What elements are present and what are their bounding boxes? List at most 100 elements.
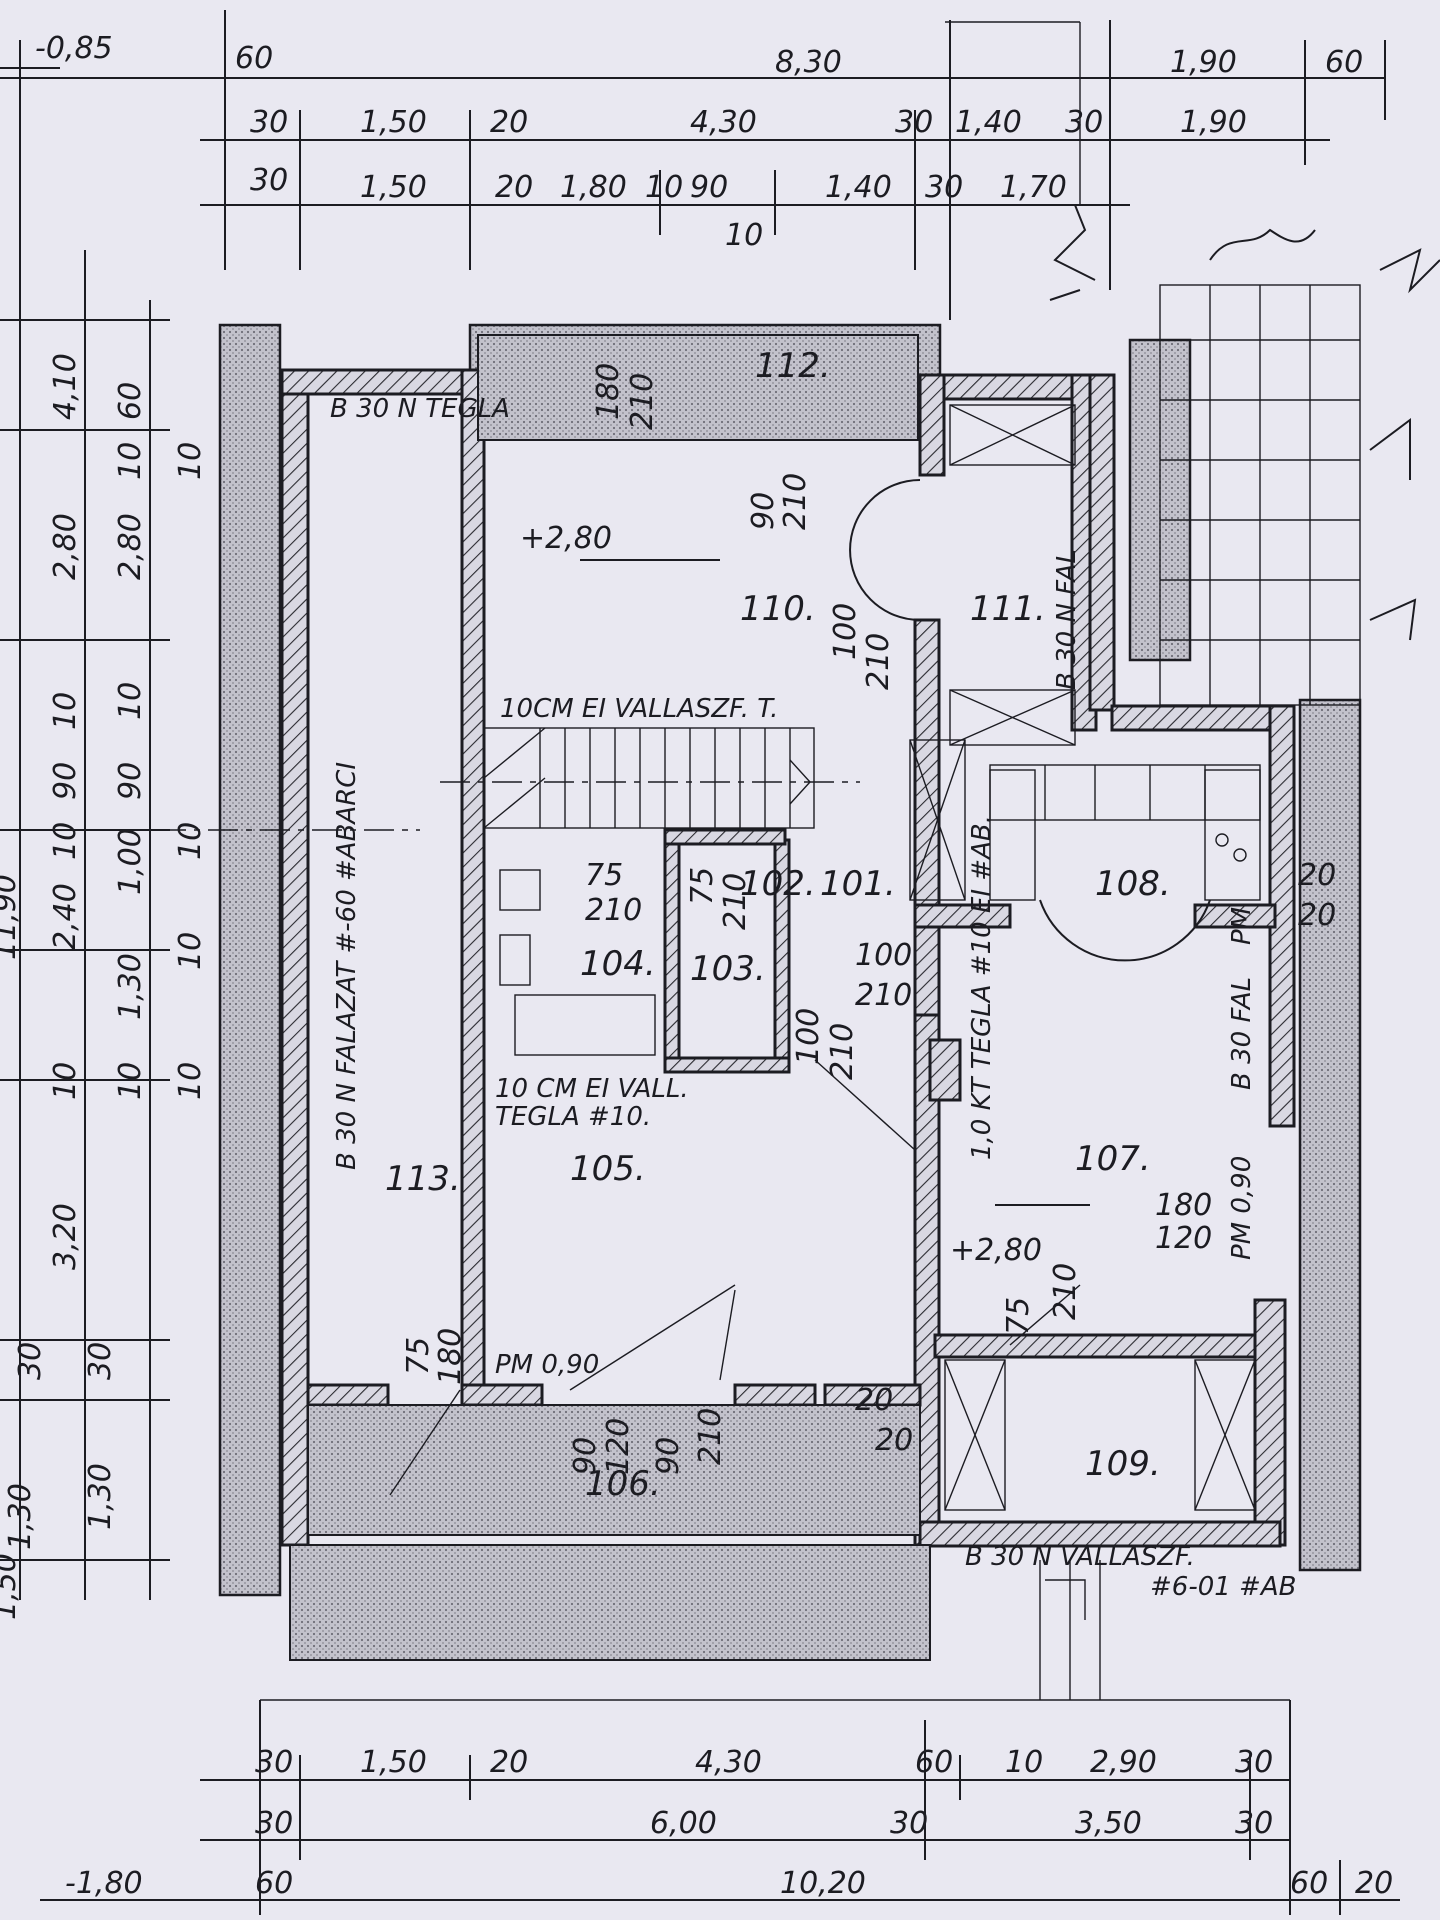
- dim-left-c3: 10: [173, 932, 208, 970]
- dim-left-c2: 10: [173, 822, 208, 860]
- opening-112-w: 180: [591, 363, 626, 420]
- wall-note-113: B 30 N FALAZAT #-60 #ABARCI: [332, 762, 362, 1170]
- tegla-note-107: 1,0 KT TEGLA #10 EI #AB.: [967, 815, 997, 1160]
- opening-105-h: 210: [825, 1023, 860, 1080]
- dim-left-a7: 10: [48, 1062, 83, 1100]
- opening-110-w: 90: [746, 492, 781, 530]
- opening-105-w: 100: [791, 1008, 826, 1065]
- fixtures: [499, 404, 1261, 1511]
- dim-left-b4: 10: [113, 682, 148, 720]
- dim-bottom-3b: 60: [255, 1866, 293, 1901]
- dim-bottom-1g: 2,90: [1090, 1745, 1157, 1780]
- dim-top-2e: 30: [895, 105, 933, 140]
- dim-left-b1: 60: [113, 382, 148, 420]
- dim-left-edge2: 1,50: [0, 1553, 23, 1620]
- dim-left-edge1: 11,90: [0, 874, 23, 960]
- dim-left-c1: 10: [173, 442, 208, 480]
- dim-top-3f: 90: [690, 170, 728, 205]
- dim-left-a5: 10: [48, 822, 83, 860]
- dim-top-1b: 60: [235, 41, 273, 76]
- opening-111-h: 210: [861, 633, 896, 690]
- tegla-note-113: B 30 N TEGLA: [330, 394, 510, 424]
- dim-top-3i: 1,70: [1000, 170, 1067, 205]
- opening-106b-h: 210: [693, 1408, 728, 1465]
- dim-bottom-2c: 30: [890, 1806, 928, 1841]
- dim-bottom-1h: 30: [1235, 1745, 1273, 1780]
- dim-top-1a: -0,85: [35, 31, 113, 66]
- dim-bottom-1e: 60: [915, 1745, 953, 1780]
- vallaszf-note-bottom: B 30 N VALLASZF.: [965, 1542, 1195, 1572]
- room-112: 112.: [755, 346, 831, 386]
- dim-left-a2: 2,80: [48, 513, 83, 580]
- vallaszf-note-bottom2: #6-01 #AB: [1150, 1572, 1296, 1602]
- dim-top-2f: 1,40: [955, 105, 1022, 140]
- dim-bottom-3e: 20: [1355, 1866, 1393, 1901]
- opening-109-a: 20: [855, 1383, 893, 1418]
- dim-top-3c: 20: [495, 170, 533, 205]
- dim-bottom-1b: 1,50: [360, 1745, 427, 1780]
- dim-bottom-3d: 60: [1290, 1866, 1328, 1901]
- left-dimension-text: 4,10 2,80 10 90 10 2,40 10 3,20 30 1,30 …: [0, 353, 208, 1620]
- dim-top-3a: 30: [250, 163, 288, 198]
- dim-bottom-1a: 30: [255, 1745, 293, 1780]
- room-109: 109.: [1085, 1444, 1161, 1484]
- dim-top-1c: 8,30: [775, 45, 842, 80]
- stairs: [440, 727, 1101, 1700]
- door-swings: [389, 479, 1211, 1496]
- dim-bottom-1f: 10: [1005, 1745, 1043, 1780]
- dim-bottom-3c: 10,20: [780, 1866, 866, 1901]
- opening-113-w: 75: [401, 1337, 436, 1375]
- opening-104-w: 75: [585, 858, 623, 893]
- room-105: 105.: [570, 1149, 646, 1189]
- room-107: 107.: [1075, 1139, 1151, 1179]
- opening-103-w: 75: [685, 867, 720, 905]
- opening-102-w: 100: [855, 938, 912, 973]
- vall-note-105: 10 CM EI VALL.: [495, 1074, 689, 1104]
- opening-108r-a: 20: [1298, 858, 1336, 893]
- dim-left-b10: 1,30: [83, 1463, 118, 1530]
- dim-left-a4: 90: [48, 762, 83, 800]
- dim-left-a6: 2,40: [48, 883, 83, 950]
- dim-left-b7: 1,30: [113, 953, 148, 1020]
- dim-left-b3: 2,80: [113, 513, 148, 580]
- opening-112-h: 210: [625, 373, 660, 430]
- parapet-105: PM 0,90: [495, 1350, 599, 1380]
- room-113: 113.: [385, 1159, 461, 1199]
- dim-left-b5: 90: [113, 762, 148, 800]
- left-dimension-lines: [0, 40, 170, 1600]
- level-110: +2,80: [520, 521, 612, 556]
- dim-top-3d: 1,80: [560, 170, 627, 205]
- opening-107-w: 75: [1001, 1297, 1036, 1335]
- bottom-dimension-lines: [40, 1699, 1400, 1915]
- dim-bottom-2a: 30: [255, 1806, 293, 1841]
- dim-bottom-1c: 20: [490, 1745, 528, 1780]
- dim-bottom-3a: -1,80: [65, 1866, 143, 1901]
- dim-left-c4: 10: [173, 1062, 208, 1100]
- dim-left-a1: 4,10: [48, 353, 83, 420]
- room-108: 108.: [1095, 864, 1171, 904]
- dim-bottom-2d: 3,50: [1075, 1806, 1142, 1841]
- room-labels: 112. 110. 111. 102. 101. 108. 104. 103. …: [385, 346, 1171, 1504]
- opening-110-h: 210: [778, 473, 813, 530]
- annotations: B 30 N FALAZAT #-60 #ABARCI B 30 N TEGLA…: [330, 394, 1296, 1602]
- opening-sizes: 180 210 90 210 100 210 75 210 75 210 100…: [401, 363, 1336, 1475]
- opening-106b-w: 90: [651, 1437, 686, 1475]
- dim-bottom-1d: 4,30: [695, 1745, 762, 1780]
- falazat-note-111: B 30 N FAL: [1052, 549, 1082, 690]
- building-shell: [218, 323, 1362, 1661]
- top-dimension-lines: [0, 10, 1386, 320]
- opening-106a-w: 90: [568, 1437, 603, 1475]
- room-102: 102.: [740, 864, 816, 904]
- room-106: 106.: [585, 1464, 661, 1504]
- dim-top-2b: 1,50: [360, 105, 427, 140]
- top-dimension-text: -0,85 60 8,30 1,90 60 30 1,50 20 4,30 30…: [35, 31, 1363, 253]
- room-104: 104.: [580, 944, 656, 984]
- tegla-note-105: TEGLA #10.: [495, 1102, 651, 1132]
- dim-top-3e: 10: [645, 170, 683, 205]
- dim-top-3b: 1,50: [360, 170, 427, 205]
- opening-108r-b: 20: [1298, 898, 1336, 933]
- dim-top-2a: 30: [250, 105, 288, 140]
- room-103: 103.: [690, 949, 766, 989]
- dim-left-a9: 30: [13, 1342, 48, 1380]
